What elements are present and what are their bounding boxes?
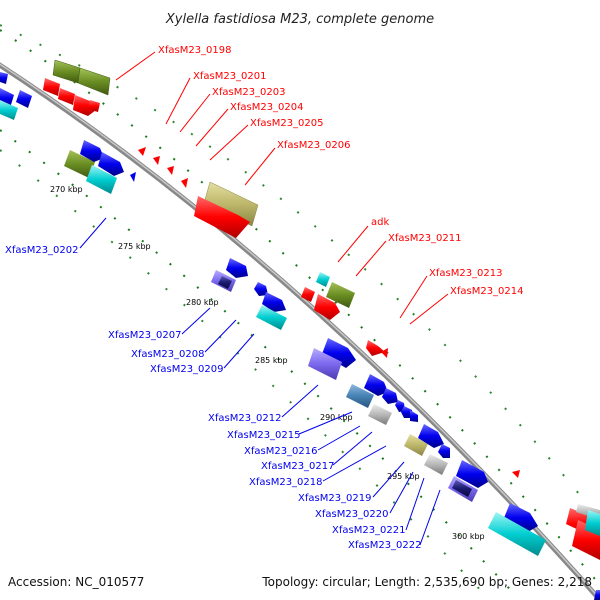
outer-dot-track-2 [0, 24, 600, 521]
gene-label-XfasM23_0215[interactable]: XfasM23_0215 [227, 430, 301, 441]
gene-0212-blue [322, 338, 356, 368]
gene-adk-cyan [316, 272, 330, 287]
gene-0214-tri [381, 348, 388, 358]
red-leader-lines [115, 51, 449, 325]
gene-0207-blue [226, 258, 248, 278]
genome-backbone-highlight [0, 63, 600, 600]
gene-label-XfasM23_0202[interactable]: XfasM23_0202 [5, 245, 79, 256]
tick-label: 270 kbp [50, 185, 83, 194]
tick-labels: 270 kbp 275 kbp 280 kbp 285 kbp 290 kbp … [50, 185, 485, 541]
inner-dot-track-1 [0, 129, 521, 600]
forward-features [43, 59, 600, 560]
gene-label-XfasM23_0209[interactable]: XfasM23_0209 [150, 364, 224, 375]
gene-0206-red [194, 196, 250, 238]
gene-label-XfasM23_0205[interactable]: XfasM23_0205 [250, 118, 324, 129]
gene-label-XfasM23_0206[interactable]: XfasM23_0206 [277, 140, 351, 151]
map-title: Xylella fastidiosa M23, complete genome [165, 12, 434, 27]
gene-label-XfasM23_0220[interactable]: XfasM23_0220 [315, 509, 389, 520]
gene-0211-olive [326, 282, 355, 308]
blue-gene-labels: XfasM23_0202 XfasM23_0207 XfasM23_0208 X… [5, 245, 422, 551]
gene-label-XfasM23_0198[interactable]: XfasM23_0198 [158, 45, 232, 56]
gene-0201-tri [138, 147, 146, 156]
tick-label: 300 kbp [452, 532, 485, 541]
tick-label: 280 kbp [186, 298, 219, 307]
gene-0215-blue [364, 374, 388, 396]
tick-label: 275 kbp [118, 242, 151, 251]
gene-0206-khaki [203, 181, 259, 227]
gene-label-XfasM23_0203[interactable]: XfasM23_0203 [212, 87, 286, 98]
gene-label-XfasM23_0207[interactable]: XfasM23_0207 [108, 330, 182, 341]
dotted-tracks [0, 24, 600, 600]
tick-label: 285 kbp [255, 356, 288, 365]
gene-label-XfasM23_0211[interactable]: XfasM23_0211 [388, 233, 462, 244]
gene-0209-cyan [256, 305, 287, 330]
gene-label-XfasM23_0204[interactable]: XfasM23_0204 [230, 102, 304, 113]
gene-label-XfasM23_0214[interactable]: XfasM23_0214 [450, 286, 524, 297]
tick-label: 290 kbp [320, 413, 353, 422]
gene-label-XfasM23_0208[interactable]: XfasM23_0208 [131, 349, 205, 360]
gene-label-XfasM23_0213[interactable]: XfasM23_0213 [429, 268, 503, 279]
blue-leader-lines [79, 217, 441, 546]
gene-0203-tri [153, 156, 160, 165]
tick-label: 295 kbp [387, 472, 420, 481]
red-gene-labels: XfasM23_0198 XfasM23_0201 XfasM23_0203 X… [158, 45, 524, 297]
reverse-features [0, 72, 600, 600]
gene-0208-blue [262, 292, 286, 312]
gene-label-adk[interactable]: adk [371, 217, 389, 228]
gene-label-XfasM23_0201[interactable]: XfasM23_0201 [193, 71, 267, 82]
gene-0202-olive [64, 150, 95, 178]
gene-0218-khaki [404, 434, 428, 456]
gene-label-XfasM23_0222[interactable]: XfasM23_0222 [348, 540, 422, 551]
gene-label-XfasM23_0216[interactable]: XfasM23_0216 [244, 446, 318, 457]
gene-0204-tri [167, 166, 174, 175]
gene-label-XfasM23_0218[interactable]: XfasM23_0218 [249, 477, 323, 488]
gene-label-XfasM23_0212[interactable]: XfasM23_0212 [208, 413, 282, 424]
gene-0205-tri [181, 178, 188, 188]
accession-text: Accession: NC_010577 [8, 575, 144, 589]
gene-0198-red [43, 78, 60, 96]
gene-0198-olive [52, 59, 81, 84]
gene-0213-red [366, 340, 385, 356]
gene-label-XfasM23_0219[interactable]: XfasM23_0219 [298, 493, 372, 504]
gene-label-XfasM23_0217[interactable]: XfasM23_0217 [261, 461, 335, 472]
gene-label-XfasM23_0221[interactable]: XfasM23_0221 [332, 525, 406, 536]
topology-text: Topology: circular; Length: 2,535,690 bp… [261, 575, 592, 589]
